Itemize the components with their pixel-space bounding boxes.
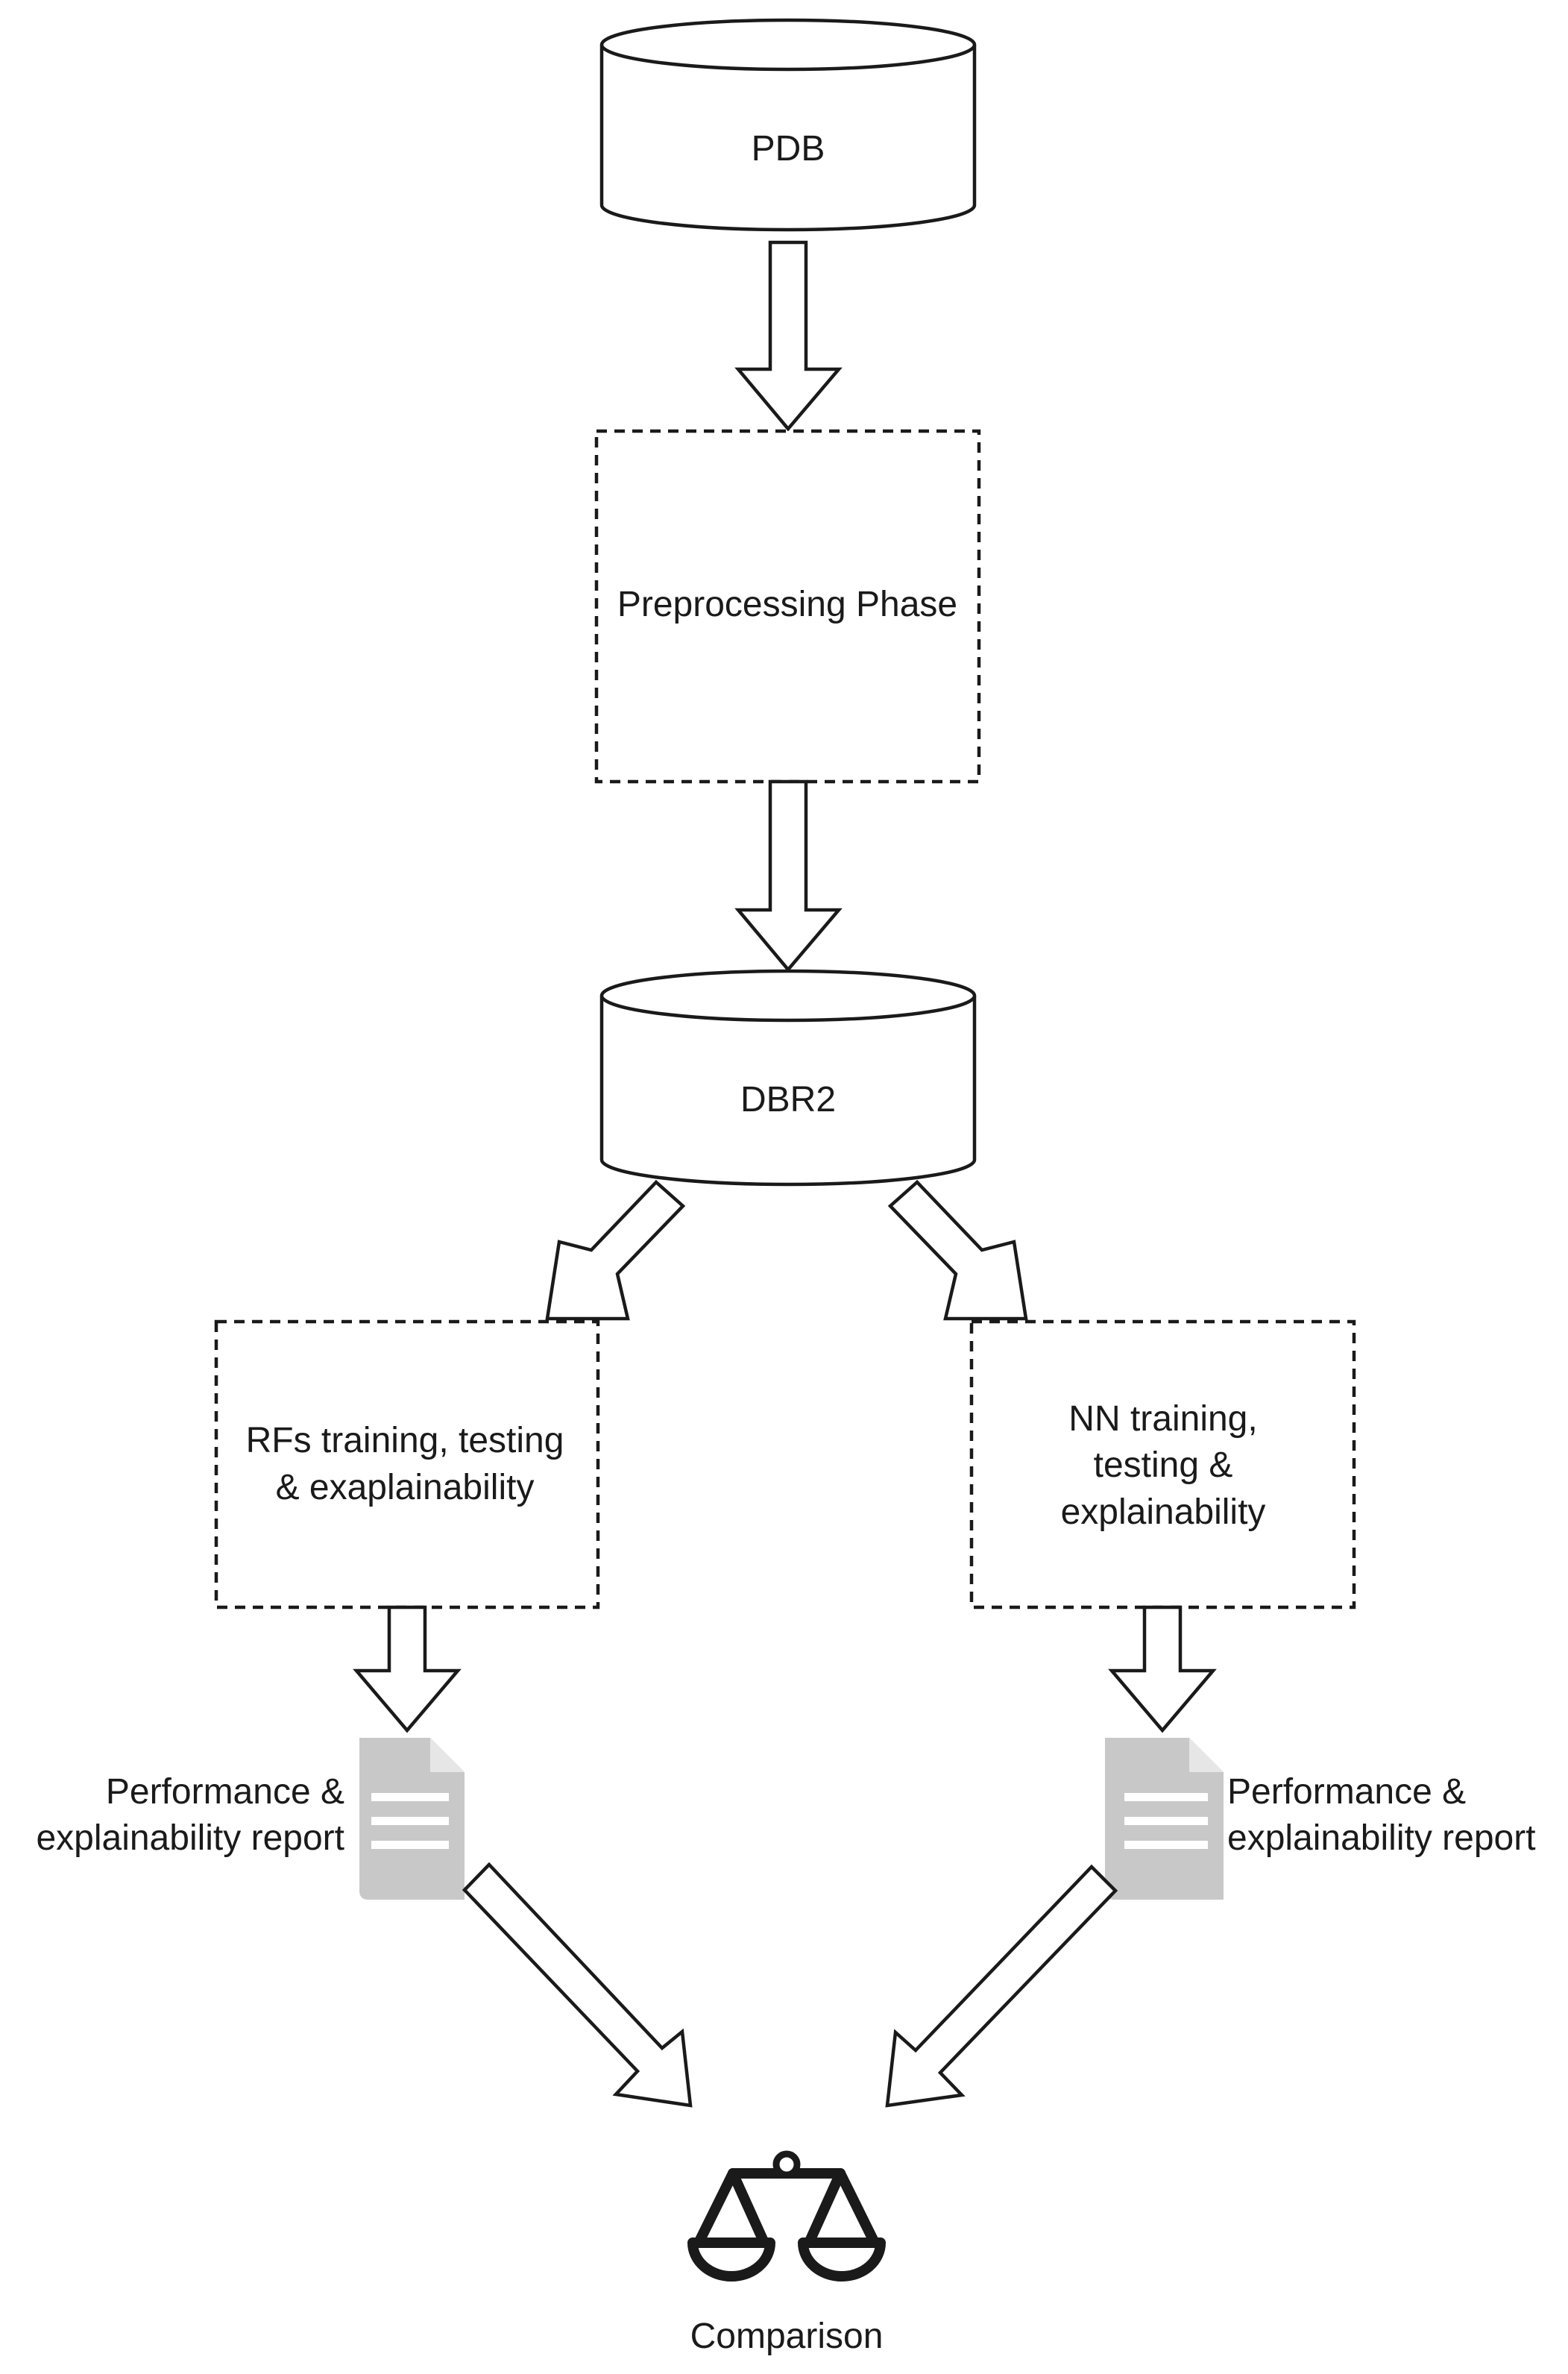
preprocessing-label: Preprocessing Phase: [617, 585, 957, 624]
nn-label-line-3: explainability: [1061, 1492, 1266, 1532]
nn-training-node: NN training, testing & explainability: [969, 1319, 1356, 1610]
comparison-label: Comparison: [690, 2317, 884, 2356]
document-icon: [1105, 1738, 1224, 1900]
left-report-label-line-1: Performance &: [106, 1772, 344, 1812]
arrow-rf-to-report: [353, 1605, 462, 1733]
dbr2-database-node: DBR2: [599, 969, 977, 1187]
preprocessing-node: Preprocessing Phase: [594, 429, 981, 784]
arrow-nn-to-report: [1108, 1605, 1217, 1733]
balance-scale-icon: [687, 2150, 886, 2282]
nn-label-line-2: testing &: [1094, 1445, 1233, 1485]
nn-label-line-1: NN training,: [1068, 1399, 1257, 1439]
arrow-dbr2-to-rf: [545, 1179, 686, 1321]
dbr2-label: DBR2: [740, 1080, 836, 1120]
arrow-pdb-to-preprocessing: [734, 240, 843, 432]
arrow-dbr2-to-nn: [887, 1179, 1028, 1321]
document-icon: [359, 1738, 465, 1900]
arrow-right-report-to-comparison: [885, 1864, 1118, 2108]
pdb-database-node: PDB: [599, 18, 977, 232]
arrow-preprocessing-to-dbr2: [734, 779, 843, 973]
left-report-label-line-2: explainability report: [36, 1818, 344, 1858]
pdb-label: PDB: [752, 129, 825, 169]
arrow-left-report-to-comparison: [462, 1862, 693, 2108]
rf-training-node: RFs training, testing & exaplainability: [214, 1319, 600, 1610]
right-report-label-line-2: explainability report: [1227, 1818, 1536, 1858]
rf-label-line-1: RFs training, testing: [246, 1421, 564, 1460]
rf-label-line-2: & exaplainability: [276, 1468, 535, 1507]
right-report-label-line-1: Performance &: [1227, 1772, 1466, 1812]
